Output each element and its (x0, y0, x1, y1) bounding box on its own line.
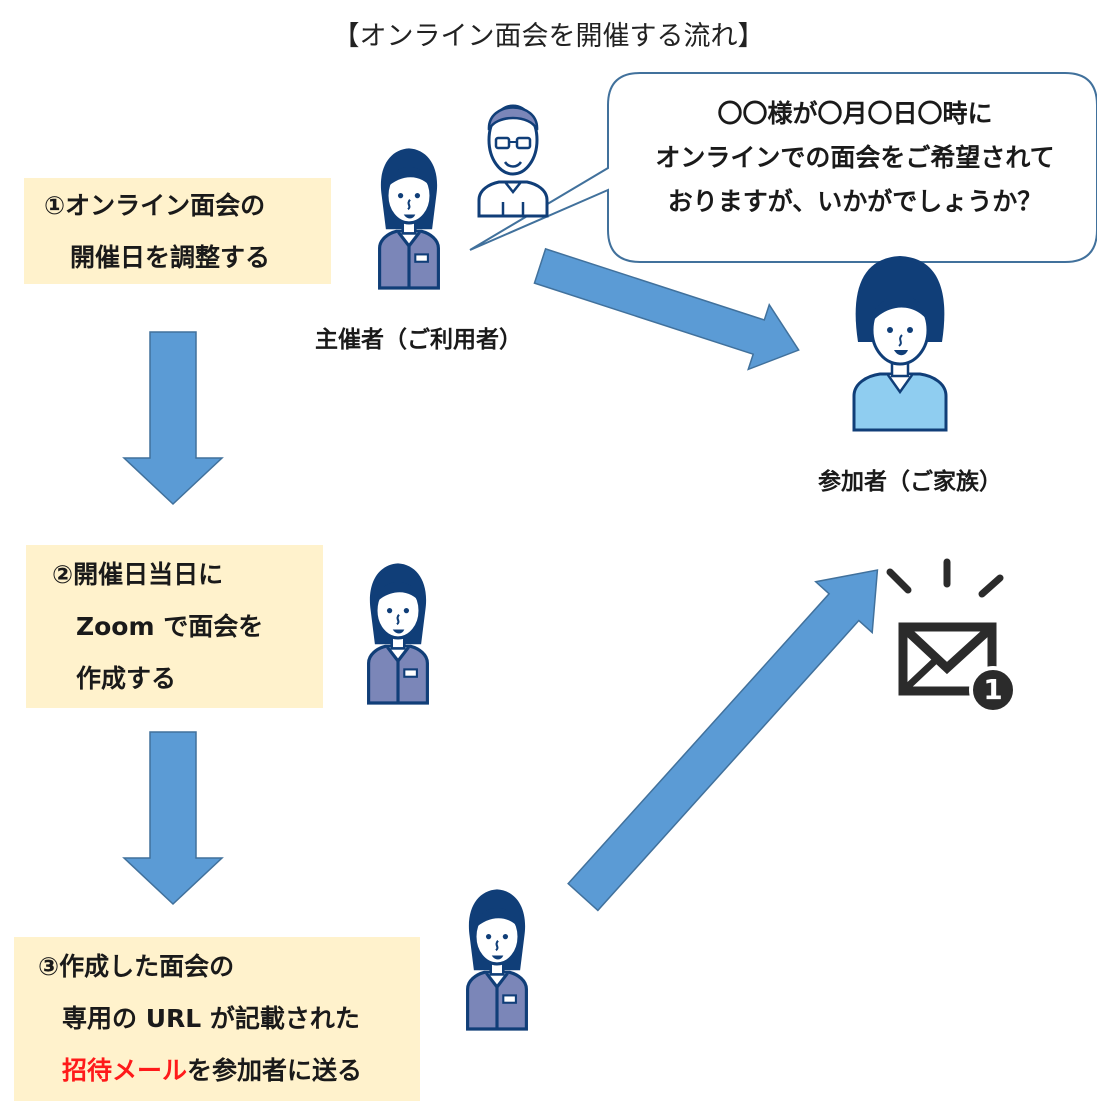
step-3-line: 招待メールを参加者に送る (38, 1045, 420, 1097)
bubble-line: おりますが、いかがでしょうか？ (667, 187, 1043, 216)
step-2-line: ②開催日当日に (52, 560, 224, 589)
staff-person-icon (378, 146, 440, 290)
step-3-line: ③作成した面会の (38, 952, 235, 981)
down-arrow-1 (122, 331, 224, 506)
speech-bubble (469, 72, 1097, 263)
arrow-host-to-participant (533, 247, 800, 371)
mail-badge-count: 1 (983, 673, 1003, 706)
bubble-line: 〇〇様が〇月〇日〇時に (717, 99, 993, 128)
host-label: 主催者（ご利用者） (315, 327, 522, 353)
mail-notification-icon (886, 558, 1017, 714)
family-person-icon (852, 256, 948, 432)
step-2-box: ②開催日当日に Zoom で面会を 作成する (26, 545, 323, 708)
elderly-user-icon (477, 104, 549, 218)
step-1-line: ①オンライン面会の (44, 191, 266, 220)
participant-label: 参加者（ご家族） (818, 469, 1002, 495)
step-1-line: 開催日を調整する (70, 243, 271, 272)
arrow-to-mail (567, 569, 879, 912)
staff-person-icon (367, 561, 429, 705)
step-2-line: Zoom で面会を (76, 612, 264, 641)
speech-bubble-text: 〇〇様が〇月〇日〇時に オンラインでの面会をご希望されて おりますが、いかがでし… (610, 92, 1097, 224)
down-arrow-2 (122, 731, 224, 906)
step-2-line: 作成する (76, 664, 177, 693)
invite-mail-highlight: 招待メール (62, 1056, 188, 1085)
staff-person-icon (466, 887, 528, 1031)
step-3-box: ③作成した面会の 専用の URL が記載された 招待メールを参加者に送る (14, 937, 420, 1101)
step-3-tail: を参加者に送る (187, 1056, 363, 1085)
page-title: 【オンライン面会を開催する流れ】 (332, 21, 765, 52)
step-1-box: ①オンライン面会の 開催日を調整する (24, 178, 331, 284)
bubble-line: オンラインでの面会をご希望されて (655, 143, 1055, 172)
step-3-line: 専用の URL が記載された (62, 1004, 360, 1033)
